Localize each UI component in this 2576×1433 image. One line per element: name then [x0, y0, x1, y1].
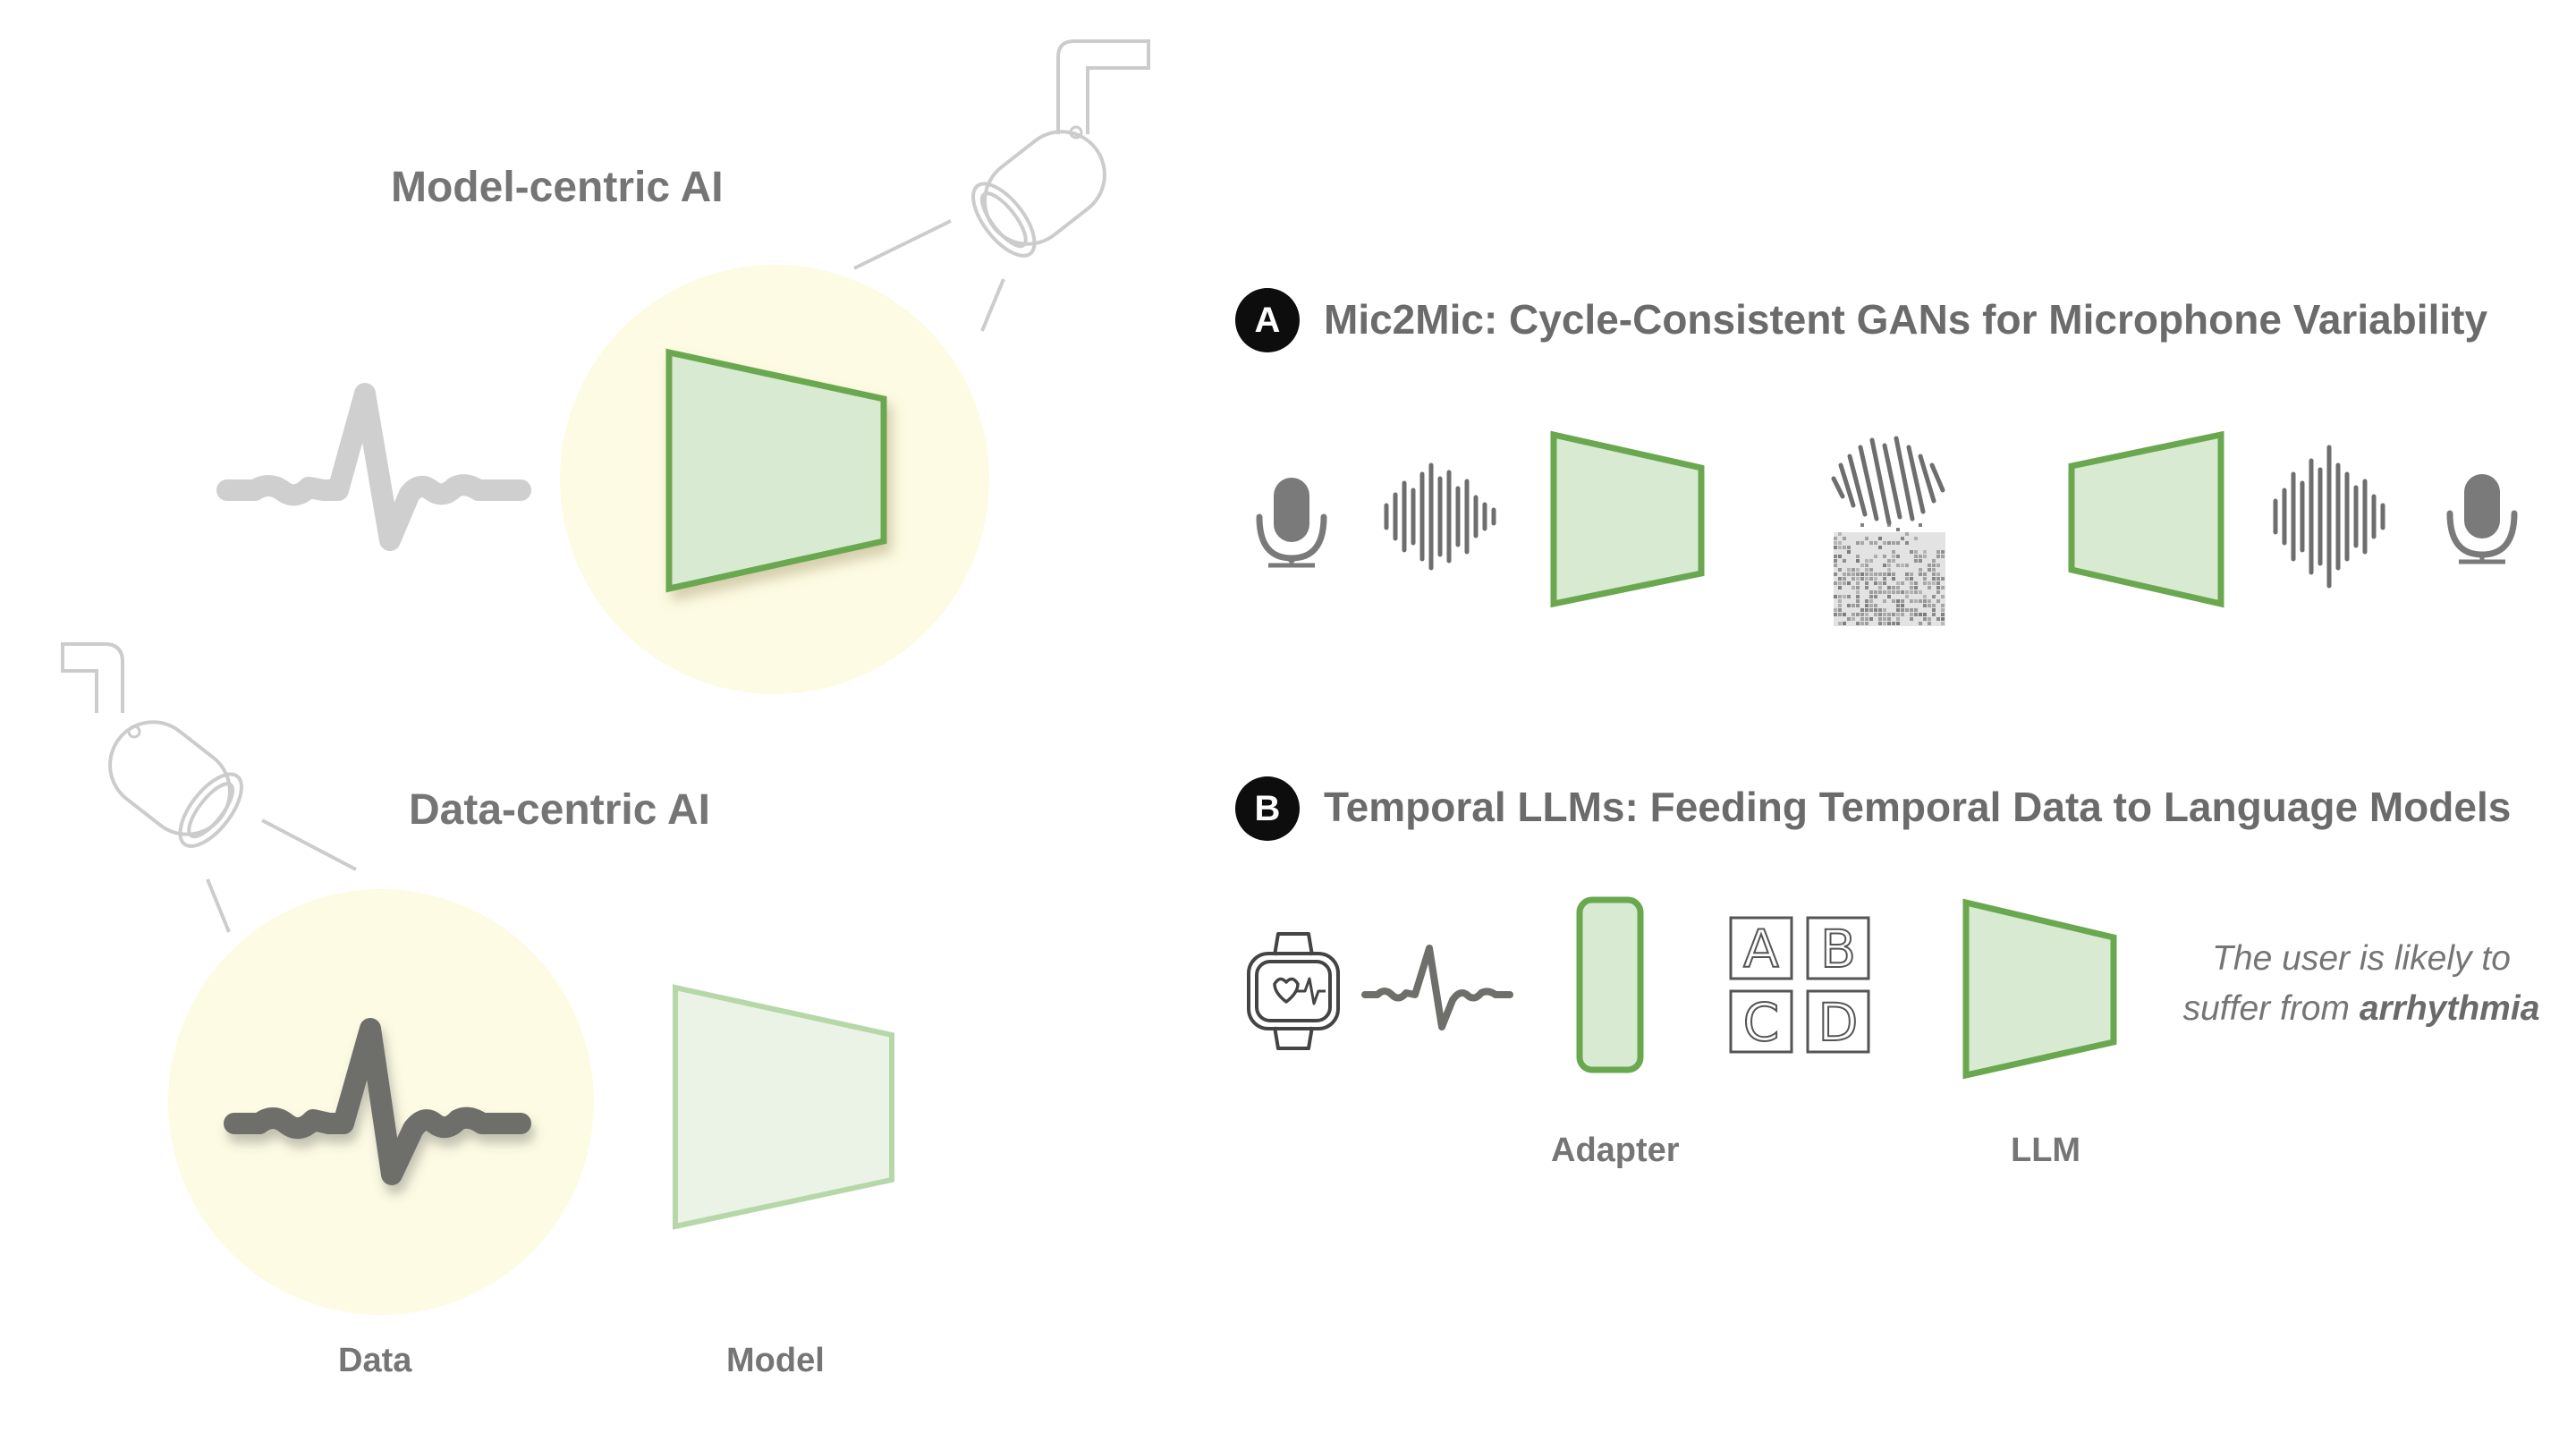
data-label: Data — [338, 1342, 412, 1379]
encoder-shape — [1550, 430, 1705, 608]
token-box — [1806, 916, 1870, 980]
llm-output-line-2: suffer from arrhythmia — [2165, 984, 2558, 1034]
token-grid — [1729, 916, 1870, 1054]
sound-wave-icon — [2273, 445, 2385, 589]
data-centric-title: Data-centric AI — [409, 786, 710, 834]
ecg-wave-icon — [216, 383, 531, 551]
adapter-label: Adapter — [1551, 1132, 1680, 1169]
microphone-icon — [2446, 474, 2518, 564]
token-a: A — [1743, 919, 1779, 979]
data-centric-panel — [61, 642, 894, 1315]
section-b-title: Temporal LLMs: Feeding Temporal Data to … — [1324, 784, 2512, 830]
llm-output-line-1: The user is likely to — [2212, 939, 2511, 978]
light-ray — [853, 219, 952, 270]
llm-output-prefix: suffer from — [2182, 989, 2360, 1028]
mic2mic-pipeline — [1256, 430, 2518, 626]
temporal-llm-pipeline: A B C D — [1247, 896, 2117, 1080]
token-b: B — [1820, 919, 1856, 979]
llm-output-text: The user is likely to suffer from arrhyt… — [2165, 934, 2558, 1034]
decoder-shape — [2068, 430, 2224, 608]
ecg-wave-icon — [1361, 945, 1513, 1030]
microphone-icon — [1256, 478, 1327, 568]
smartwatch-icon — [1247, 932, 1340, 1050]
spotlight-icon — [61, 642, 243, 848]
model-centric-title: Model-centric AI — [391, 164, 724, 211]
token-d: D — [1818, 992, 1859, 1053]
noise-icon — [1831, 436, 1945, 626]
section-a-title: Mic2Mic: Cycle-Consistent GANs for Micro… — [1324, 296, 2488, 343]
token-c: C — [1743, 992, 1780, 1053]
token-box — [1806, 989, 1870, 1054]
token-box — [1729, 989, 1793, 1054]
adapter-shape — [1576, 896, 1644, 1073]
token-letters: A B C D — [1742, 918, 1860, 1054]
model-centric-panel — [216, 39, 1150, 694]
llm-label: LLM — [2011, 1132, 2081, 1169]
light-ray — [980, 278, 1005, 332]
sound-wave-icon — [1384, 462, 1496, 571]
light-ray — [261, 818, 357, 871]
section-b-badge: B — [1235, 776, 1300, 841]
light-ray — [206, 878, 231, 933]
llm-shape — [1962, 898, 2117, 1080]
section-a-badge: A — [1235, 288, 1300, 352]
model-label: Model — [726, 1342, 825, 1379]
llm-output-emphasis: arrhythmia — [2359, 989, 2540, 1028]
token-box — [1729, 916, 1793, 980]
model-shape-faded — [673, 984, 894, 1230]
spotlight-icon — [971, 39, 1150, 258]
ecg-wave-icon — [224, 1018, 531, 1185]
model-encoder-shape — [665, 348, 887, 593]
